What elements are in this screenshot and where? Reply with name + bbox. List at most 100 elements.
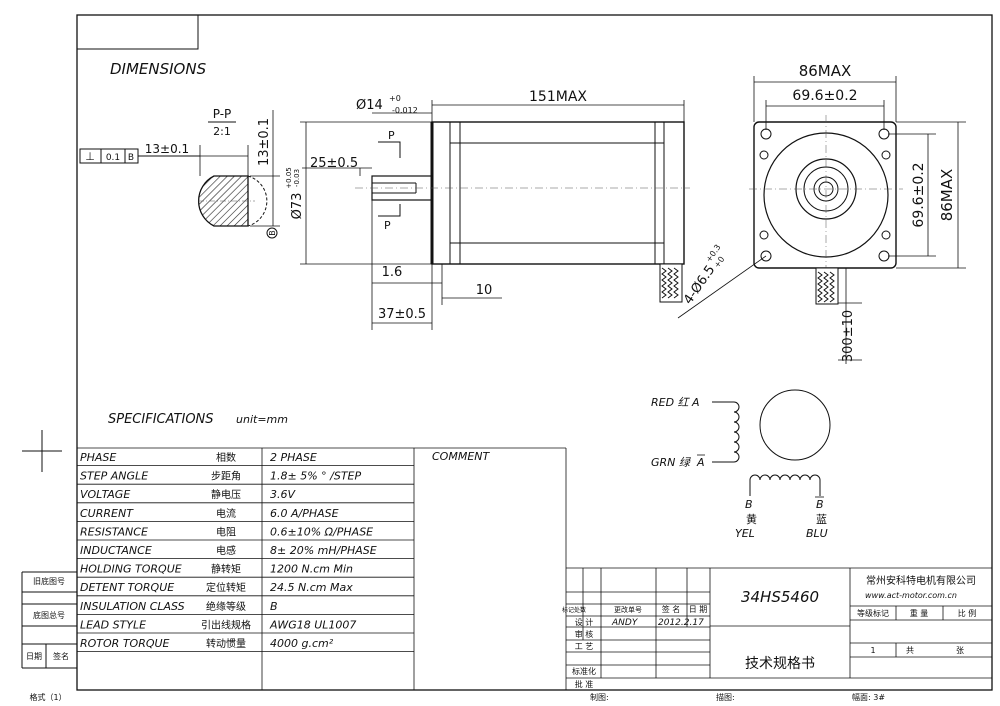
- review-label: 审 核: [575, 629, 594, 639]
- spec-name-cn: 步距角: [211, 471, 241, 483]
- width-max-dimension: 86MAX: [799, 62, 852, 80]
- spec-name: INDUCTANCE: [80, 544, 152, 557]
- sign-label: 签 名: [662, 604, 681, 614]
- svg-text:4-Ø6.5: 4-Ø6.5: [681, 263, 718, 308]
- spec-value: AWG18 UL1007: [269, 618, 356, 631]
- height-max-dimension: 86MAX: [938, 169, 956, 222]
- spec-name-cn: 静电压: [211, 488, 241, 501]
- shaft-tolerance-upper: +0: [389, 94, 401, 103]
- length-dimension: 151MAX: [529, 89, 587, 105]
- tolerance-datum: B: [128, 153, 134, 163]
- spec-row: CURRENT 电流 6.0 A/PHASE: [80, 507, 339, 520]
- motor-symbol: [759, 389, 831, 461]
- document-title: 技术规格书: [745, 656, 815, 672]
- spec-name-cn: 定位转矩: [206, 581, 246, 594]
- yellow-lead-label: YEL: [735, 527, 755, 540]
- approve-label: 批 准: [575, 679, 594, 689]
- design-date: 2012.2.17: [658, 618, 704, 628]
- dimensions-heading: DIMENSIONS: [110, 60, 207, 78]
- phase-b-coil: [749, 474, 821, 481]
- spec-name-cn: 绝缘等级: [206, 600, 246, 613]
- title-block: [565, 567, 992, 690]
- pilot-diameter-dimension: Ø73: [290, 193, 305, 220]
- spec-value: 6.0 A/PHASE: [270, 507, 339, 520]
- spec-value: 0.6±10% Ω/PHASE: [270, 525, 373, 538]
- stage-mark-label: 等级标记: [857, 608, 889, 618]
- section-view: P-P 2:1 ⊥ 0.1 B 13±0.1 13±0.1 B: [79, 107, 280, 239]
- spec-value: 24.5 N.cm Max: [270, 581, 353, 594]
- mounting-hole: [760, 250, 772, 262]
- key-height-dimension: 13±0.1: [257, 118, 272, 166]
- hole-spacing-width-dimension: 69.6±0.2: [792, 88, 857, 104]
- spec-value: 2 PHASE: [270, 451, 317, 464]
- cut-label-bottom: P: [384, 219, 391, 232]
- spec-name: HOLDING TORQUE: [80, 563, 182, 576]
- mounting-hole: [878, 128, 890, 140]
- blue-lead-cn: 蓝: [816, 513, 827, 526]
- yellow-lead-cn: 黄: [746, 512, 757, 526]
- cut-label-top: P: [388, 129, 395, 142]
- spec-value: 4000 g.cm²: [270, 637, 334, 650]
- spec-name: RESISTANCE: [80, 525, 148, 538]
- spec-name: INSULATION CLASS: [80, 600, 185, 613]
- tolerance-symbol: ⊥: [85, 150, 95, 163]
- drawing-frame: [76, 14, 993, 691]
- comment-header: COMMENT: [432, 450, 490, 463]
- section-scale-label: 2:1: [213, 125, 231, 138]
- spec-name: CURRENT: [80, 507, 134, 520]
- company-name: 常州安科特电机有限公司: [866, 574, 976, 587]
- motor-front-view: [749, 115, 903, 305]
- phase-a-coil: [733, 401, 740, 463]
- blue-lead-label: BLU: [806, 527, 828, 540]
- red-lead-label: RED 红 A: [651, 396, 700, 409]
- traced-label: 描图:: [716, 692, 735, 702]
- format-label: 格式（1）: [29, 692, 66, 702]
- spec-value: 1200 N.cm Min: [270, 563, 353, 576]
- blue-lead-phase: B: [816, 498, 824, 511]
- mounting-hole-dimension: 4-Ø6.5 +0.3 +0: [681, 243, 726, 308]
- spec-name: LEAD STYLE: [80, 618, 146, 631]
- sheets-label: 张: [956, 646, 964, 655]
- company-website: www.act-motor.com.cn: [865, 591, 957, 600]
- spec-name-cn: 静转矩: [211, 563, 241, 576]
- signature-label: 签名: [53, 651, 69, 661]
- designer-name: ANDY: [611, 618, 639, 628]
- spec-row: HOLDING TORQUE 静转矩 1200 N.cm Min: [80, 563, 353, 576]
- tolerance-value: 0.1: [106, 153, 120, 163]
- standard-label: 标准化: [572, 666, 596, 676]
- key-width-dimension: 13±0.1: [145, 142, 189, 156]
- yellow-lead-phase: B: [745, 498, 753, 511]
- section-view-label: P-P: [213, 107, 232, 121]
- motor-side-view: [355, 121, 690, 303]
- old-drawing-label: 旧底图号: [33, 576, 65, 586]
- mounting-hole: [760, 128, 772, 140]
- date-label: 日期: [26, 652, 42, 661]
- spec-value: B: [270, 600, 278, 613]
- spec-row: RESISTANCE 电阻 0.6±10% Ω/PHASE: [80, 525, 373, 538]
- spec-name: PHASE: [80, 451, 116, 464]
- design-label: 设 计: [575, 617, 594, 627]
- spec-name-cn: 电阻: [216, 525, 236, 538]
- flat-length-dimension: 25±0.5: [310, 156, 358, 171]
- spec-row: INSULATION CLASS 绝缘等级 B: [80, 600, 278, 613]
- spec-name-cn: 电流: [216, 507, 236, 520]
- datum-marker: B: [268, 230, 277, 236]
- model-number: 34HS5460: [741, 588, 819, 606]
- shaft-length-dimension: 37±0.5: [378, 307, 426, 322]
- unit-label: unit=mm: [236, 413, 288, 426]
- spec-row: ROTOR TORQUE 转动惯量 4000 g.cm²: [80, 637, 334, 650]
- spec-name: ROTOR TORQUE: [80, 637, 170, 650]
- total-label: 共: [906, 646, 914, 655]
- green-lead-label: GRN 绿: [651, 456, 691, 469]
- mark-count-label: 标记处数: [562, 606, 586, 614]
- flange-thickness-dimension: 1.6: [382, 265, 403, 280]
- corner-box: [76, 14, 199, 50]
- spec-name-cn: 转动惯量: [206, 637, 246, 650]
- green-lead-phase: A: [696, 456, 705, 469]
- lead-wires: [659, 263, 683, 303]
- scale-label: 比 例: [958, 608, 977, 618]
- spec-name: STEP ANGLE: [80, 470, 148, 483]
- specifications-heading: SPECIFICATIONS: [108, 412, 214, 427]
